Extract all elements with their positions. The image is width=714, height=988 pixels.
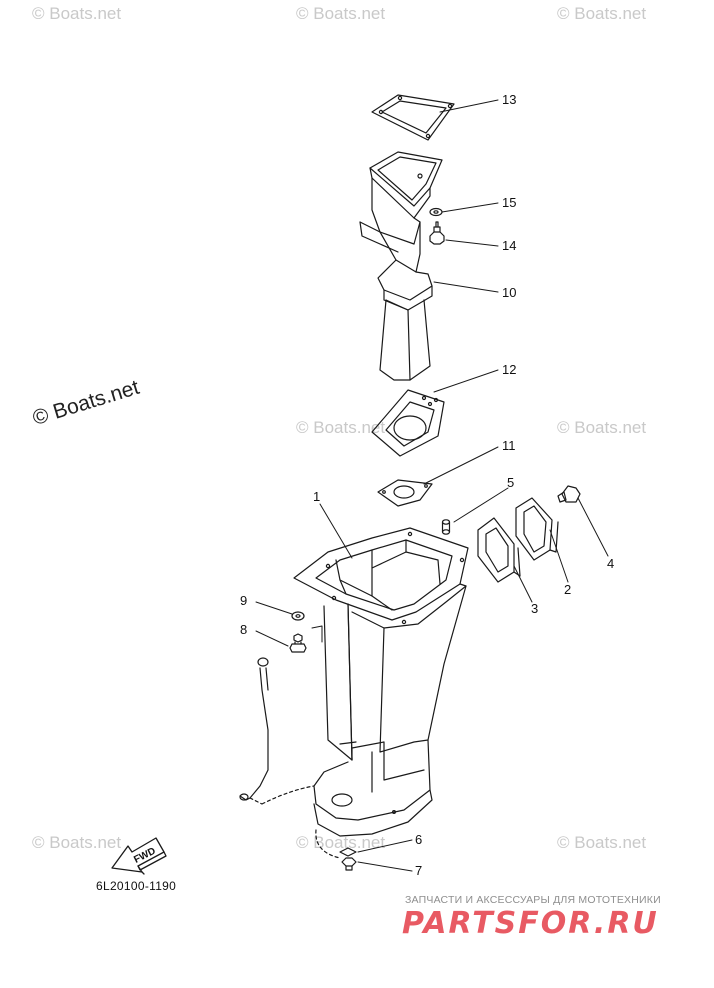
callout-3: 3 <box>531 601 539 616</box>
callout-5: 5 <box>507 475 515 490</box>
callout-4: 4 <box>607 556 615 571</box>
callout-15: 15 <box>502 195 517 210</box>
callout-7: 7 <box>415 863 423 878</box>
brand-subtitle: ЗАПЧАСТИ И АКСЕССУАРЫ ДЛЯ МОТОТЕХНИКИ <box>405 894 661 906</box>
callout-10: 10 <box>502 285 517 300</box>
callout-9: 9 <box>240 593 248 608</box>
fwd-arrow-icon <box>111 837 167 875</box>
part-14-bolt <box>429 221 445 245</box>
watermark: © Boats.net <box>32 4 122 23</box>
part-15-washer <box>429 207 443 217</box>
callout-11: 11 <box>502 438 516 453</box>
callout-13: 13 <box>502 92 517 107</box>
part-12-plate <box>371 389 445 457</box>
watermark: © Boats.net <box>557 833 647 852</box>
callout-1: 1 <box>313 489 321 504</box>
part-10-exhaust-guide <box>359 151 443 381</box>
part-8-bolt <box>289 633 307 653</box>
watermark: © Boats.net <box>32 833 122 852</box>
part-7-screw <box>341 857 357 871</box>
part-3-plate <box>477 517 521 583</box>
callout-8: 8 <box>240 622 248 637</box>
callout-14: 14 <box>502 238 517 253</box>
part-4-bolt <box>557 485 581 503</box>
callout-6: 6 <box>415 832 423 847</box>
part-2-plate <box>515 497 559 561</box>
part-13-gasket <box>371 94 455 141</box>
part-1-upper-casing <box>293 527 469 837</box>
watermark: © Boats.net <box>296 4 386 23</box>
ground-lead-wire <box>239 657 341 859</box>
callout-2: 2 <box>564 582 572 597</box>
watermark: © Boats.net <box>296 418 386 437</box>
part-9-washer <box>291 611 305 621</box>
part-6-washer <box>339 847 357 857</box>
watermark: © Boats.net <box>557 418 647 437</box>
part-5-dowel <box>441 519 451 535</box>
brand-logo: PARTSFOR.RU <box>402 906 659 941</box>
callout-12: 12 <box>502 362 517 377</box>
diagram-code: 6L20100-1190 <box>96 879 177 893</box>
leader-lines <box>255 99 609 872</box>
watermark: © Boats.net <box>296 833 386 852</box>
part-11-gasket <box>377 479 433 507</box>
watermark: © Boats.net <box>557 4 647 23</box>
